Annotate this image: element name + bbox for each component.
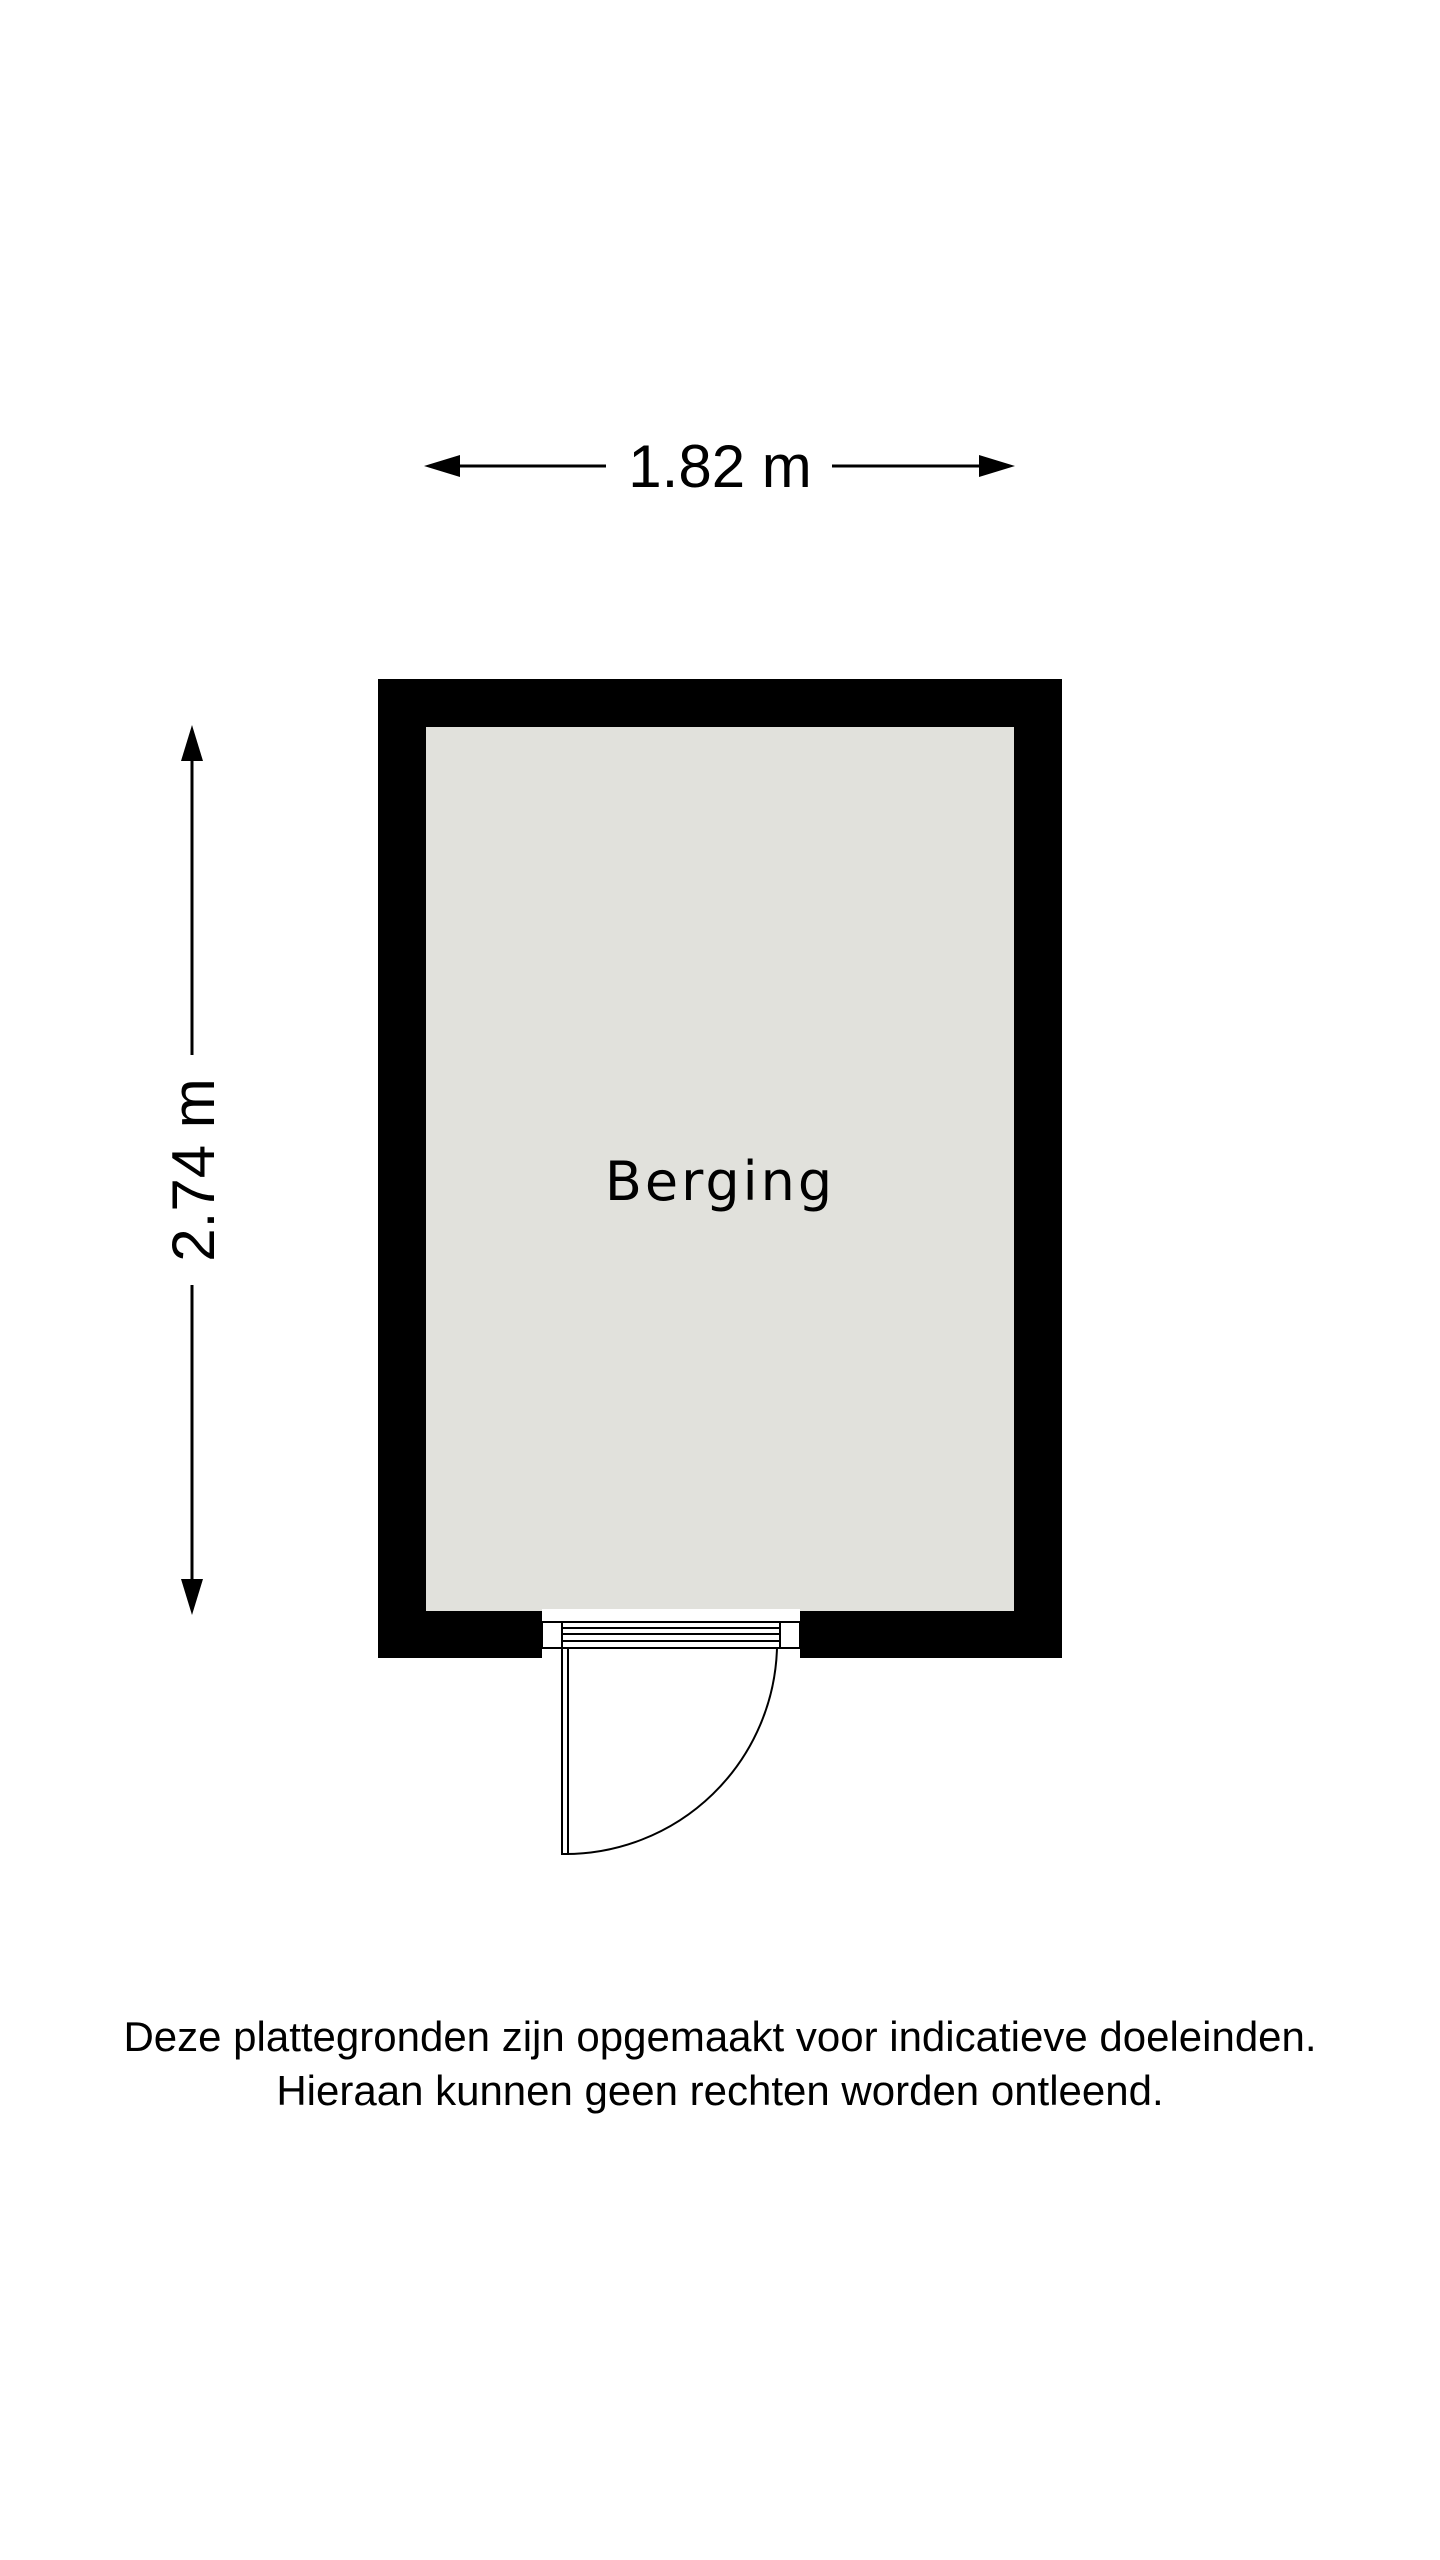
height-dimension: 2.74 m bbox=[160, 725, 227, 1615]
width-dimension: 1.82 m bbox=[424, 433, 1015, 500]
disclaimer: Deze plattegronden zijn opgemaakt voor i… bbox=[0, 2010, 1440, 2118]
disclaimer-line-2: Hieraan kunnen geen rechten worden ontle… bbox=[276, 2067, 1164, 2114]
height-arrow-bottom bbox=[181, 1579, 203, 1615]
room-berging: Berging bbox=[378, 679, 1062, 1855]
height-label: 2.74 m bbox=[160, 1078, 227, 1261]
width-label: 1.82 m bbox=[628, 433, 811, 500]
door-swing-arc bbox=[564, 1647, 778, 1855]
room-label: Berging bbox=[605, 1150, 835, 1213]
door-leaf bbox=[561, 1647, 569, 1855]
height-arrow-top bbox=[181, 725, 203, 761]
width-arrow-left bbox=[424, 455, 460, 477]
disclaimer-line-1: Deze plattegronden zijn opgemaakt voor i… bbox=[123, 2013, 1317, 2060]
room-floor bbox=[426, 727, 1014, 1611]
width-arrow-right bbox=[979, 455, 1015, 477]
